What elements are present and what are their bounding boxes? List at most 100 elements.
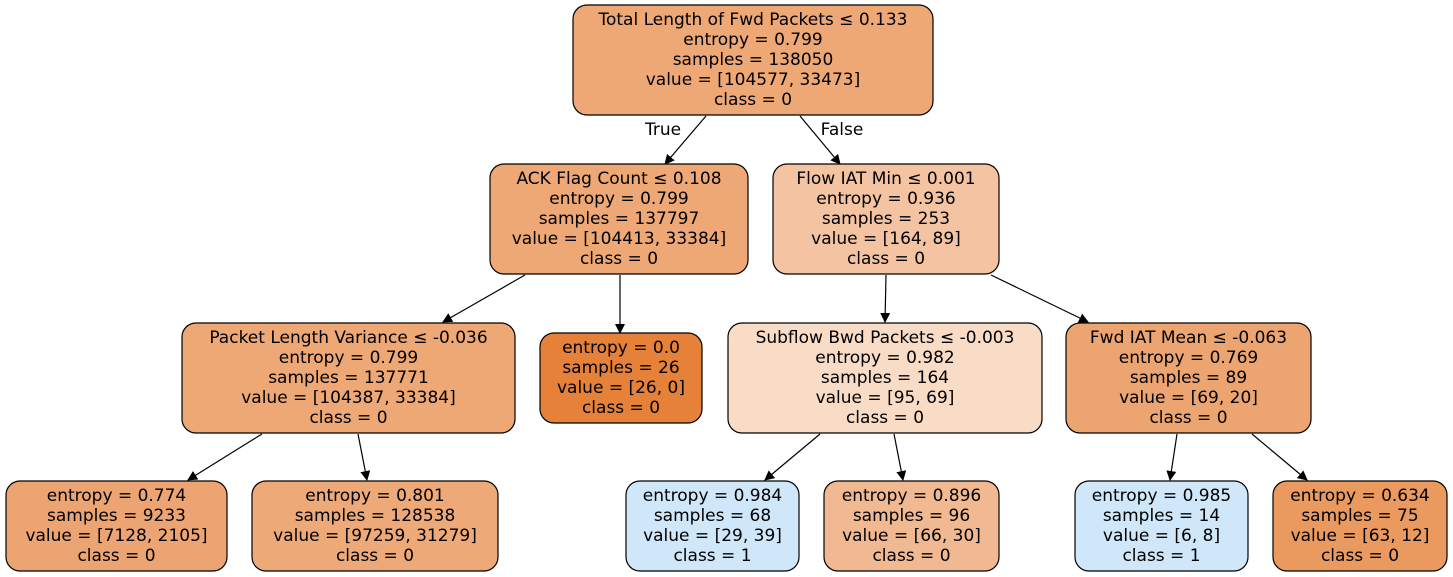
node-line: entropy = 0.984: [643, 486, 783, 506]
edge-n3-n7: [187, 433, 263, 481]
node-line: ACK Flag Count ≤ 0.108: [516, 169, 721, 189]
nodes-layer: Total Length of Fwd Packets ≤ 0.133entro…: [5, 4, 1448, 572]
node-line: entropy = 0.799: [549, 189, 689, 209]
edge-n2-n6: [990, 274, 1089, 323]
node-line: class = 0: [846, 408, 924, 428]
node-box: [539, 332, 703, 424]
edge-n0-n2: [799, 115, 841, 165]
node-line: class = 0: [336, 546, 414, 566]
node-box: [1272, 480, 1448, 572]
node-line: Subflow Bwd Packets ≤ -0.003: [756, 328, 1015, 348]
node-line: samples = 96: [853, 506, 970, 526]
edge-n0-n1: [664, 115, 707, 165]
node-line: class = 0: [714, 90, 792, 110]
edge-n3-n8: [357, 433, 371, 481]
edge-n5-n9: [764, 433, 821, 481]
edge-label-true: True: [644, 120, 681, 140]
node-box: [727, 322, 1043, 434]
node-line: value = [69, 20]: [1119, 388, 1258, 408]
node-line: samples = 75: [1301, 506, 1418, 526]
node-line: Flow IAT Min ≤ 0.001: [796, 169, 975, 189]
edges-layer: True False: [187, 115, 1308, 481]
node-line: value = [104413, 33384]: [512, 229, 727, 249]
node-line: class = 0: [309, 408, 387, 428]
node-box: [572, 4, 934, 116]
node-line: entropy = 0.985: [1092, 486, 1232, 506]
node-box: [625, 480, 800, 572]
node-line: entropy = 0.801: [305, 486, 445, 506]
edge-n1-n3: [442, 274, 526, 323]
node-box: [251, 480, 499, 572]
node-line: samples = 9233: [47, 506, 186, 526]
tree-node-n0: Total Length of Fwd Packets ≤ 0.133entro…: [572, 4, 934, 116]
edge-n6-n12: [1251, 433, 1308, 481]
node-line: entropy = 0.769: [1119, 348, 1259, 368]
node-line: Packet Length Variance ≤ -0.036: [209, 328, 487, 348]
node-line: samples = 26: [562, 358, 679, 378]
node-line: value = [104387, 33384]: [241, 388, 456, 408]
node-line: class = 0: [77, 546, 155, 566]
node-box: [5, 480, 228, 572]
node-line: entropy = 0.0: [562, 338, 680, 358]
node-line: samples = 89: [1130, 368, 1247, 388]
node-line: class = 0: [872, 546, 950, 566]
node-line: class = 0: [847, 249, 925, 269]
node-box: [489, 163, 749, 275]
node-line: value = [26, 0]: [557, 378, 685, 398]
edge-n2-n5: [880, 274, 891, 323]
node-line: entropy = 0.634: [1290, 486, 1430, 506]
node-line: samples = 14: [1103, 506, 1220, 526]
node-line: value = [95, 69]: [816, 388, 955, 408]
node-box: [772, 163, 1000, 275]
node-line: class = 0: [1149, 408, 1227, 428]
edge-label-false: False: [821, 120, 864, 140]
node-line: samples = 137771: [268, 368, 429, 388]
node-line: value = [97259, 31279]: [273, 526, 477, 546]
node-line: class = 0: [580, 249, 658, 269]
node-line: value = [164, 89]: [811, 229, 961, 249]
node-line: Total Length of Fwd Packets ≤ 0.133: [597, 10, 907, 30]
node-line: samples = 138050: [673, 50, 834, 70]
node-box: [181, 322, 516, 434]
node-line: samples = 137797: [539, 209, 700, 229]
node-line: entropy = 0.799: [279, 348, 419, 368]
node-line: entropy = 0.774: [47, 486, 187, 506]
node-line: entropy = 0.799: [683, 30, 823, 50]
edge-n6-n11: [1166, 433, 1178, 481]
node-line: samples = 68: [654, 506, 771, 526]
node-line: value = [66, 30]: [842, 526, 981, 546]
node-line: class = 0: [582, 398, 660, 418]
node-line: entropy = 0.982: [815, 348, 955, 368]
edge-n5-n10: [893, 433, 907, 481]
node-box: [1074, 480, 1249, 572]
node-line: value = [104577, 33473]: [646, 70, 861, 90]
node-box: [1065, 322, 1312, 434]
node-box: [823, 480, 1000, 572]
node-line: class = 1: [1122, 546, 1200, 566]
node-line: class = 0: [1321, 546, 1399, 566]
node-line: samples = 164: [821, 368, 949, 388]
node-line: entropy = 0.936: [816, 189, 956, 209]
node-line: samples = 128538: [295, 506, 456, 526]
node-line: class = 1: [673, 546, 751, 566]
node-line: value = [7128, 2105]: [25, 526, 207, 546]
node-line: value = [63, 12]: [1291, 526, 1430, 546]
node-line: value = [29, 39]: [643, 526, 782, 546]
node-line: samples = 253: [822, 209, 950, 229]
node-line: Fwd IAT Mean ≤ -0.063: [1090, 328, 1287, 348]
node-line: value = [6, 8]: [1103, 526, 1220, 546]
node-line: entropy = 0.896: [842, 486, 982, 506]
